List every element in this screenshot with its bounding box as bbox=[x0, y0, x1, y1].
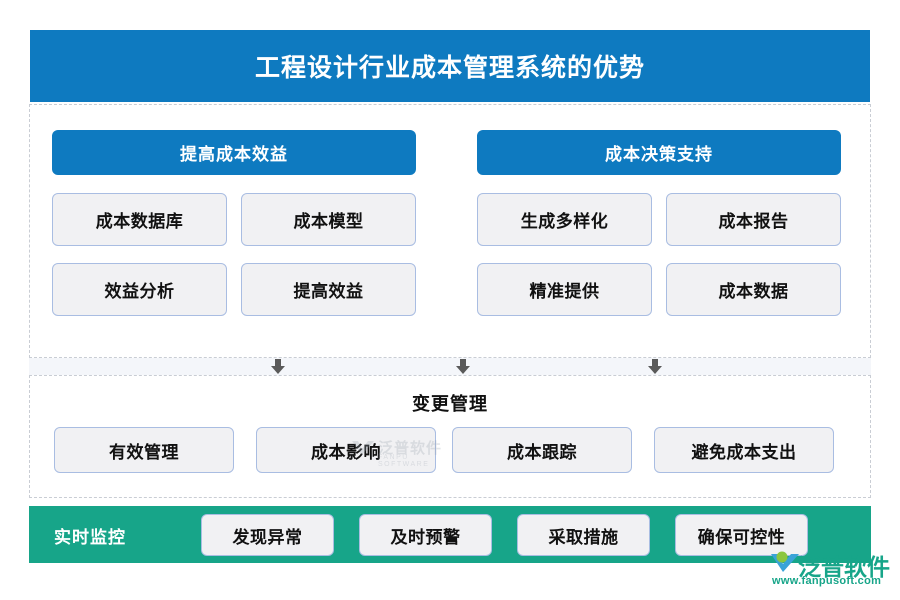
card-detect-anomaly[interactable]: 发现异常 bbox=[201, 514, 334, 556]
page-title-bar: 工程设计行业成本管理系统的优势 bbox=[30, 30, 870, 102]
card-take-measures[interactable]: 采取措施 bbox=[517, 514, 650, 556]
card-label: 确保可控性 bbox=[697, 527, 786, 547]
card-label: 成本数据库 bbox=[95, 212, 184, 231]
arrow-down-icon bbox=[647, 359, 663, 374]
card-precise-provision[interactable]: 精准提供 bbox=[477, 263, 652, 316]
connector-strip bbox=[29, 358, 871, 375]
card-label: 有效管理 bbox=[109, 442, 179, 462]
card-label: 成本模型 bbox=[293, 212, 364, 231]
card-label: 发现异常 bbox=[232, 527, 303, 547]
card-label: 避免成本支出 bbox=[691, 442, 797, 462]
card-label: 成本影响 bbox=[311, 442, 381, 462]
card-cost-tracking[interactable]: 成本跟踪 bbox=[452, 427, 632, 473]
card-improve-benefit[interactable]: 提高效益 bbox=[241, 263, 416, 316]
card-avoid-cost-expenditure[interactable]: 避免成本支出 bbox=[654, 427, 834, 473]
section-header-improve-cost-efficiency[interactable]: 提高成本效益 bbox=[52, 130, 416, 175]
card-label: 成本跟踪 bbox=[507, 442, 577, 462]
card-label: 及时预警 bbox=[390, 527, 461, 547]
arrow-down-icon bbox=[270, 359, 286, 374]
card-cost-model[interactable]: 成本模型 bbox=[241, 193, 416, 246]
card-label: 精准提供 bbox=[529, 282, 600, 301]
card-benefit-analysis[interactable]: 效益分析 bbox=[52, 263, 227, 316]
card-label: 采取措施 bbox=[548, 527, 619, 547]
card-cost-impact[interactable]: 成本影响 bbox=[256, 427, 436, 473]
card-ensure-controllability[interactable]: 确保可控性 bbox=[675, 514, 808, 556]
card-effective-management[interactable]: 有效管理 bbox=[54, 427, 234, 473]
card-label: 生成多样化 bbox=[520, 212, 609, 231]
card-cost-data[interactable]: 成本数据 bbox=[666, 263, 841, 316]
card-label: 成本数据 bbox=[718, 282, 789, 301]
section-header-cost-decision-support[interactable]: 成本决策支持 bbox=[477, 130, 841, 175]
card-label: 提高效益 bbox=[293, 282, 364, 301]
card-cost-database[interactable]: 成本数据库 bbox=[52, 193, 227, 246]
bottom-bar-label: 实时监控 bbox=[54, 528, 126, 547]
brand-logo-url: www.fanpusoft.com bbox=[772, 575, 882, 587]
card-label: 效益分析 bbox=[104, 282, 175, 301]
middle-section-title: 变更管理 bbox=[412, 394, 488, 414]
section-header-label: 提高成本效益 bbox=[180, 145, 288, 164]
card-generate-diversified[interactable]: 生成多样化 bbox=[477, 193, 652, 246]
page-title: 工程设计行业成本管理系统的优势 bbox=[254, 54, 645, 82]
arrow-down-icon bbox=[455, 359, 471, 374]
section-header-label: 成本决策支持 bbox=[605, 145, 713, 164]
card-cost-report[interactable]: 成本报告 bbox=[666, 193, 841, 246]
card-timely-warning[interactable]: 及时预警 bbox=[359, 514, 492, 556]
card-label: 成本报告 bbox=[718, 212, 789, 231]
